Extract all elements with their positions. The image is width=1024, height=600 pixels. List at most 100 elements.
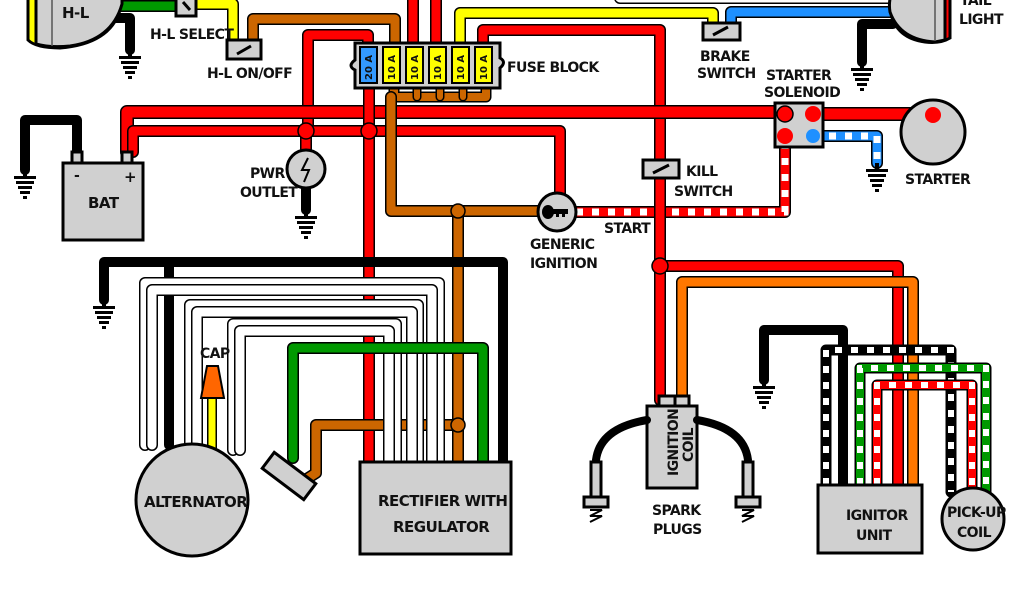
wire-bat-outlet [127,125,566,201]
wire-brown-ignition [385,91,544,217]
wire-pickup-gw [854,362,992,498]
junction-outlet [297,122,315,140]
fuse-4[interactable]: 10 A [428,46,447,84]
wire-alt-white1 [139,277,445,468]
junction-kill [651,257,669,275]
ignition-label-2: IGNITION [530,256,597,272]
ground-ignitor-icon [751,378,777,411]
ground-outlet-icon [293,208,319,241]
wire-kill-red [477,24,666,166]
wire-alt-white2 [146,284,438,468]
wire-rect-ground [99,257,508,467]
fuse-block-label: FUSE BLOCK [507,60,600,76]
battery: - + BAT [61,150,145,242]
rectifier-label-2: REGULATOR [393,518,490,536]
wire-pickup-rw [871,379,978,495]
power-outlet-label-1: PWR [250,166,286,182]
battery-label: BAT [88,194,120,212]
fuse-rating: 10 A [456,55,467,80]
brake-switch-label-1: BRAKE [700,49,750,65]
brake-switch[interactable]: BRAKE SWITCH [697,21,756,82]
ignition-label-1: GENERIC [530,237,595,253]
ignition-switch[interactable]: GENERIC IGNITION [530,191,598,272]
fuse-6[interactable]: 10 A [474,46,493,84]
spark-plug-left [582,460,610,523]
rectifier-label-1: RECTIFIER WITH [378,492,507,510]
tail-light: TAIL LIGHT [887,0,1005,44]
fuse-3[interactable]: 10 A [405,46,424,84]
wire-alt-white4 [191,306,418,468]
fuse-rating: 10 A [387,55,398,80]
pickup-coil-label-1: PICK-UP [947,505,1006,521]
fuse-rating: 10 A [433,55,444,80]
hl-select-switch[interactable]: H-L SELECT [150,0,235,43]
wire-fuse-20a-feed [302,29,374,136]
pickup-coil: PICK-UP COIL [940,486,1007,552]
wire-solenoid-ground [807,130,883,169]
wire-tail-ground [857,19,898,67]
starter-label: STARTER [905,172,971,188]
battery-neg: - [74,168,80,184]
junctions-layer [297,105,794,433]
headlight: H-L [26,0,124,50]
wire-green-loop [287,342,489,468]
fuse-rating: 20 A [364,55,375,80]
alternator-label: ALTERNATOR [144,493,248,511]
wire-brake-yellow [454,7,719,51]
cap-label: CAP [200,346,230,362]
headlight-label: H-L [62,4,90,22]
ignition-coil-label-2: COIL [681,427,697,462]
ground-headlight-icon [117,48,143,81]
fuse-1[interactable]: 20 A [359,46,378,84]
wire-ignitor-red [654,260,904,491]
junction-brown-ign [450,203,466,219]
pickup-coil-label-2: COIL [957,525,992,541]
kill-switch-label-1: KILL [686,164,718,180]
starter-solenoid-label-2: SOLENOID [764,85,840,101]
hl-onoff-switch[interactable]: H-L ON/OFF [207,38,293,82]
brake-switch-label-2: SWITCH [697,66,756,82]
alternator: ALTERNATOR [134,442,250,558]
battery-pos: + [124,168,136,186]
wire-alt-white5 [227,318,402,468]
spark-plugs-label-2: PLUGS [653,522,702,538]
hl-select-label: H-L SELECT [150,27,234,43]
wire-ignitor-ground [759,325,848,490]
power-outlet-label-2: OUTLET [240,185,298,201]
wire-bat-ground [20,115,82,175]
fuse-2[interactable]: 10 A [382,46,401,84]
rectifier-regulator: RECTIFIER WITH REGULATOR [358,460,513,556]
fuse-5[interactable]: 10 A [451,46,470,84]
hl-onoff-label: H-L ON/OFF [207,66,292,82]
wire-alt-white6 [234,325,395,468]
start-wire-label: START [604,221,651,237]
ignition-coil: IGNITION COIL [645,394,699,490]
junction-solenoid-main [776,105,794,123]
power-outlet: PWR OUTLET [240,148,327,201]
capacitor: CAP [199,346,231,399]
ground-rectifier-icon [91,298,117,331]
kill-switch[interactable]: KILL SWITCH [641,158,733,200]
ignitor-label-2: UNIT [856,528,892,544]
junction-brown-conn [450,417,466,433]
tail-light-label-1: TAIL [960,0,992,9]
fuse-block: 20 A 10 A 10 A 10 A 10 A 10 A FUSE BLOCK [349,41,601,90]
spark-plug-lead-left [592,416,651,464]
key-icon [542,205,568,219]
ground-tail-light-icon [849,60,875,93]
fuse-rating: 10 A [410,55,421,80]
ignition-coil-label-1: IGNITION [666,409,682,476]
wire-pickup-bw [820,344,957,498]
alternator-connector [260,450,318,502]
wires-layer [20,0,992,498]
wire-tail-blue [725,6,899,29]
spark-plug-right [734,460,762,523]
tail-light-label-2: LIGHT [959,12,1004,28]
spark-plugs-label-1: SPARK [652,503,702,519]
starter-solenoid-label-1: STARTER [766,68,832,84]
ground-solenoid-icon [864,161,890,194]
ground-battery-icon [12,168,38,201]
wire-hl-brown [247,13,401,51]
kill-switch-label-2: SWITCH [674,184,733,200]
